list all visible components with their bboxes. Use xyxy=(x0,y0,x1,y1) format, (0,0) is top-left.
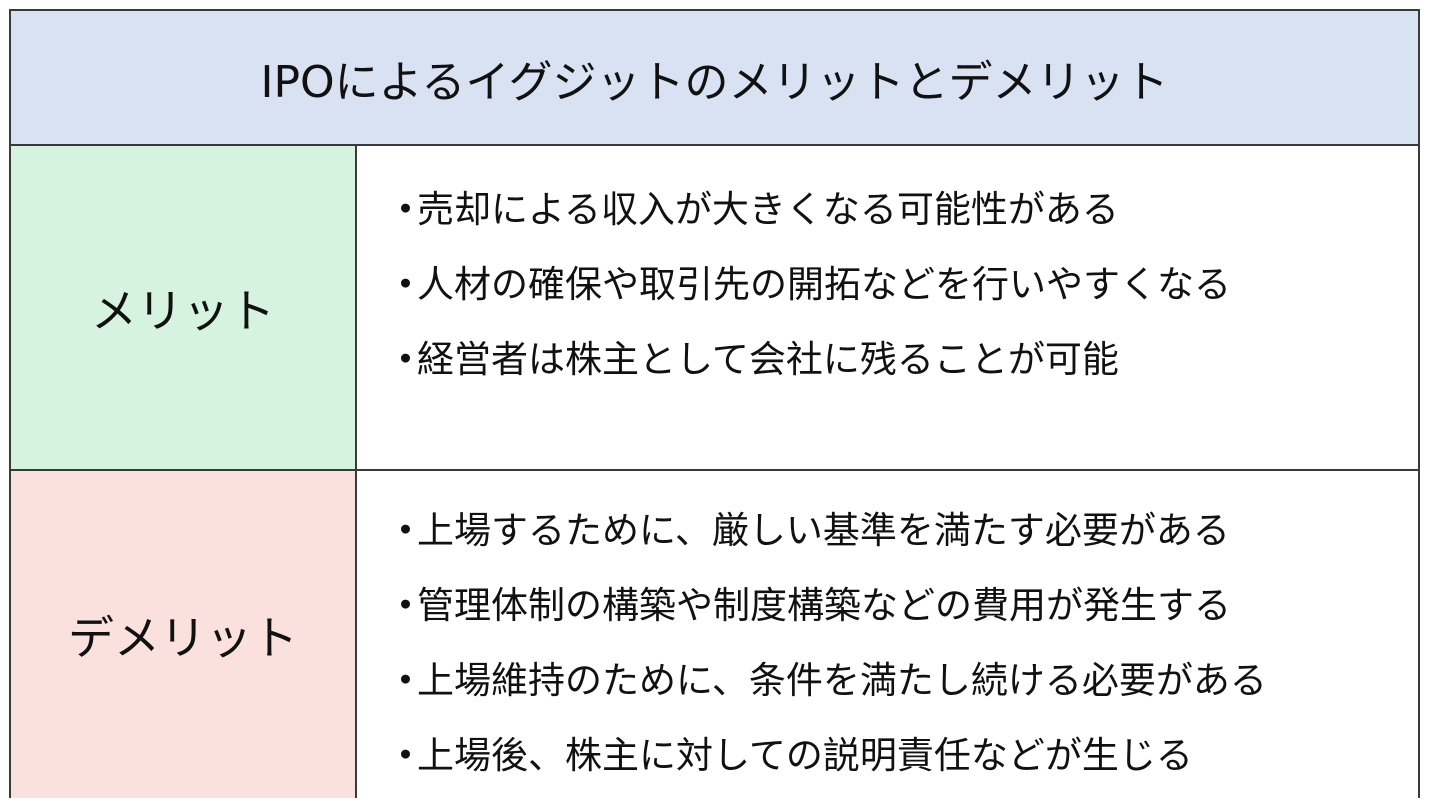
demerit-content-cell: ・ 上場するために、厳しい基準を満たす必要がある ・ 管理体制の構築や制度構築な… xyxy=(357,471,1418,798)
list-item-text: 上場維持のために、条件を満たし続ける必要がある xyxy=(417,658,1267,702)
list-item: ・ 上場後、株主に対しての説明責任などが生じる xyxy=(387,714,1267,789)
list-item: ・ 人材の確保や取引先の開拓などを行いやすくなる xyxy=(387,243,1231,318)
merit-row: メリット ・ 売却による収入が大きくなる可能性がある ・ 人材の確保や取引先の開… xyxy=(11,146,1418,471)
demerit-label-cell: デメリット xyxy=(11,471,357,798)
merit-list: ・ 売却による収入が大きくなる可能性がある ・ 人材の確保や取引先の開拓などを行… xyxy=(387,168,1231,393)
list-item-text: 人材の確保や取引先の開拓などを行いやすくなる xyxy=(417,262,1231,306)
merit-content-cell: ・ 売却による収入が大きくなる可能性がある ・ 人材の確保や取引先の開拓などを行… xyxy=(357,146,1418,469)
list-item-text: 上場するために、厳しい基準を満たす必要がある xyxy=(417,508,1230,552)
comparison-table: IPOによるイグジットのメリットとデメリット メリット ・ 売却による収入が大き… xyxy=(9,9,1420,798)
list-item: ・ 管理体制の構築や制度構築などの費用が発生する xyxy=(387,564,1267,639)
bullet-icon: ・ xyxy=(387,262,424,306)
list-item-text: 売却による収入が大きくなる可能性がある xyxy=(417,187,1119,231)
merit-label: メリット xyxy=(91,283,275,338)
bullet-icon: ・ xyxy=(387,337,424,381)
bullet-icon: ・ xyxy=(387,508,424,552)
demerit-row: デメリット ・ 上場するために、厳しい基準を満たす必要がある ・ 管理体制の構築… xyxy=(11,471,1418,798)
list-item-text: 上場後、株主に対しての説明責任などが生じる xyxy=(417,733,1193,777)
bullet-icon: ・ xyxy=(387,187,424,231)
page-title: IPOによるイグジットのメリットとデメリット xyxy=(260,56,1169,108)
bullet-icon: ・ xyxy=(387,733,424,777)
demerit-list: ・ 上場するために、厳しい基準を満たす必要がある ・ 管理体制の構築や制度構築な… xyxy=(387,489,1267,789)
list-item-text: 管理体制の構築や制度構築などの費用が発生する xyxy=(417,583,1231,627)
demerit-label: デメリット xyxy=(68,610,298,665)
list-item: ・ 売却による収入が大きくなる可能性がある xyxy=(387,168,1231,243)
bullet-icon: ・ xyxy=(387,658,424,702)
bullet-icon: ・ xyxy=(387,583,424,627)
list-item: ・ 上場するために、厳しい基準を満たす必要がある xyxy=(387,489,1267,564)
table-header: IPOによるイグジットのメリットとデメリット xyxy=(11,11,1418,146)
list-item-text: 経営者は株主として会社に残ることが可能 xyxy=(417,337,1119,381)
merit-label-cell: メリット xyxy=(11,146,357,469)
list-item: ・ 上場維持のために、条件を満たし続ける必要がある xyxy=(387,639,1267,714)
list-item: ・ 経営者は株主として会社に残ることが可能 xyxy=(387,318,1231,393)
